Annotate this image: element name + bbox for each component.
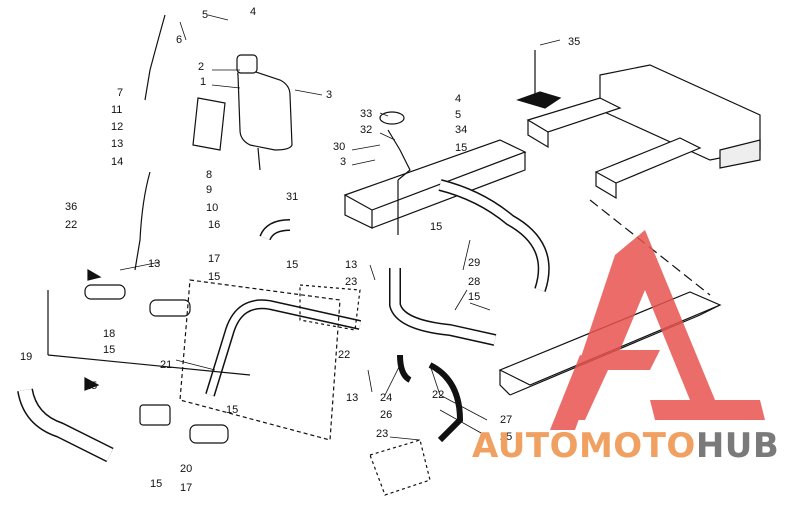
part-label-16: 16	[208, 219, 220, 231]
part-label-5: 5	[455, 109, 461, 121]
part-label-10: 10	[206, 202, 218, 214]
overflow-hose	[134, 171, 151, 271]
coolant-tank	[192, 54, 293, 171]
part-label-11: 11	[111, 104, 122, 116]
chassis-frame	[526, 64, 761, 200]
watermark-text: AUTOMOTOHUB	[472, 426, 779, 466]
leader-lines	[119, 14, 561, 441]
part-label-22: 22	[338, 349, 350, 361]
flap	[516, 91, 562, 109]
part-label-15: 15	[455, 142, 467, 154]
part-label-13: 13	[345, 259, 357, 271]
part-label-27: 27	[500, 414, 512, 426]
part-label-7: 7	[117, 87, 123, 99]
connector-20	[139, 404, 171, 426]
part-label-8: 8	[206, 169, 212, 181]
part-labels: 1234567891011121314362213161715181515192…	[20, 6, 580, 494]
part-label-22: 22	[432, 389, 444, 401]
watermark-logo	[550, 230, 765, 430]
hose-segment-17b	[189, 424, 229, 444]
part-label-9: 9	[206, 184, 212, 196]
part-label-4: 4	[250, 6, 256, 18]
part-label-4: 4	[455, 93, 461, 105]
part-label-18: 18	[103, 328, 115, 340]
part-label-3: 3	[326, 89, 332, 101]
part-label-12: 12	[111, 121, 123, 133]
part-label-32: 32	[360, 124, 372, 136]
part-label-5: 5	[202, 9, 208, 21]
engine-outline	[179, 279, 341, 441]
part-label-23: 23	[345, 276, 357, 288]
part-label-29: 29	[468, 257, 480, 269]
part-label-15: 15	[103, 344, 115, 356]
part-label-17: 17	[180, 482, 192, 494]
part-label-15: 15	[468, 291, 480, 303]
filler-neck	[387, 129, 411, 181]
part-label-17: 17	[208, 253, 220, 265]
thermostat-housing	[299, 284, 361, 331]
part-label-14: 14	[111, 156, 123, 168]
part-label-2: 2	[198, 61, 204, 73]
part-label-15: 15	[85, 380, 97, 392]
water-pump	[369, 439, 431, 496]
part-label-13: 13	[111, 138, 123, 150]
part-label-15: 15	[150, 478, 162, 490]
part-label-31: 31	[286, 191, 298, 203]
part-label-34: 34	[455, 124, 467, 136]
part-label-35: 35	[568, 36, 580, 48]
vent-hose	[144, 14, 166, 101]
part-label-24: 24	[380, 392, 392, 404]
part-label-3: 3	[340, 156, 346, 168]
part-label-21: 21	[160, 359, 172, 371]
watermark-text-hub: HUB	[695, 426, 780, 466]
part-label-30: 30	[333, 141, 345, 153]
watermark-text-automoto: AUTOMOTO	[472, 426, 696, 466]
part-label-33: 33	[360, 108, 372, 120]
part-label-15: 15	[430, 221, 442, 233]
part-label-13: 13	[148, 258, 160, 270]
hose-segment-18	[84, 284, 126, 300]
part-label-15: 15	[286, 259, 298, 271]
mounting-bracket	[343, 139, 527, 229]
part-label-26: 26	[380, 409, 392, 421]
part-label-28: 28	[468, 276, 480, 288]
part-label-20: 20	[180, 463, 192, 475]
part-label-15: 15	[226, 404, 238, 416]
pump-hose	[428, 362, 464, 443]
part-label-23: 23	[376, 428, 388, 440]
arrow-marker-1	[87, 268, 102, 281]
part-label-19: 19	[20, 351, 32, 363]
bypass-hose	[397, 354, 412, 383]
part-label-15: 15	[208, 271, 220, 283]
arrow-marker-2	[84, 376, 100, 391]
filler-cap	[379, 111, 405, 125]
part-label-6: 6	[176, 34, 182, 46]
part-label-36: 36	[65, 201, 77, 213]
part-label-1: 1	[200, 76, 206, 88]
part-label-22: 22	[65, 219, 77, 231]
part-label-13: 13	[346, 392, 358, 404]
part-label-25: 25	[500, 431, 512, 443]
hose-segment-17	[149, 299, 191, 317]
